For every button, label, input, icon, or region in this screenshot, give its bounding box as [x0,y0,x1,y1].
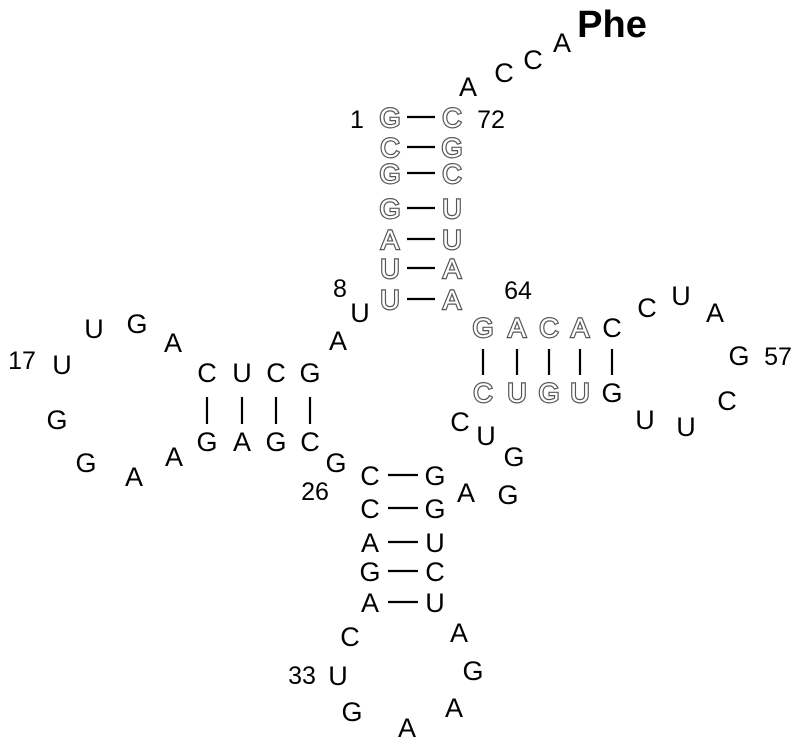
t-loop-nt: C [637,293,657,323]
d-loop-nt: A [164,328,182,358]
d-stem-top-nt: G [299,358,320,388]
anticodon-stem-right-nt: U [425,528,445,558]
d-stem-top-nt: C [266,358,286,388]
t-stem-bottom-nt: G [601,378,622,408]
nucleotide-c74: C [494,58,514,88]
d-stem-top-nt: U [232,358,252,388]
anticodon-loop-nt: G [341,697,362,727]
position-label-1: 1 [350,106,364,134]
t-stem-top-nt: G [472,313,493,343]
anticodon-loop-nt: G [462,656,483,686]
nucleotide-a76: A [553,28,571,58]
anticodon-stem-left-nt: A [361,588,379,618]
anticodon-loop-nt: A [445,693,463,723]
d-loop-nt: A [165,442,183,472]
t-stem-top-nt: C [602,313,622,343]
acceptor-right-nt: A [443,285,461,315]
anticodon-stem-left-nt: C [360,461,380,491]
position-label-57: 57 [764,343,792,371]
anticodon-stem-left-nt: G [359,557,380,587]
position-label-17: 17 [8,347,36,375]
anticodon-stem-right-nt: G [424,494,445,524]
nucleotide-a73: A [459,72,477,102]
acceptor-right-nt: G [441,133,462,163]
t-stem-bottom-nt: U [570,378,590,408]
d-stem-bottom-nt: C [300,427,320,457]
position-label-33: 33 [288,662,316,690]
d-stem-bottom-nt: A [233,427,251,457]
t-loop-nt: G [728,341,749,371]
t-loop-nt: U [676,412,696,442]
nucleotide-g26: G [325,448,346,478]
anticodon-stem-right-nt: G [424,461,445,491]
t-stem-top-nt: A [571,313,589,343]
position-label-26: 26 [301,478,329,506]
t-loop-nt: U [635,405,655,435]
d-loop-nt: G [126,309,147,339]
anticodon-stem-left-nt: C [360,494,380,524]
nucleotide-c75: C [523,45,543,75]
d-loop-nt: A [125,462,143,492]
t-stem-bottom-nt: C [473,378,493,408]
acceptor-left-nt: A [381,225,399,255]
acceptor-right-nt: C [442,103,462,133]
d-loop-nt: G [75,448,96,478]
t-stem-bottom-nt: G [538,378,559,408]
acceptor-left-nt: G [379,194,400,224]
acceptor-left-nt: C [380,133,400,163]
variable-loop-nt: C [450,407,470,437]
anticodon-loop-nt: C [340,622,360,652]
acceptor-left-nt: U [380,285,400,315]
t-stem-top-nt: A [508,313,526,343]
t-loop-nt: A [706,298,724,328]
acceptor-stem: G C G G A U U C G C U U A A [378,102,463,316]
position-label-8: 8 [333,275,347,303]
t-arm: G A C A C C U G U G C U A G C U U [471,281,749,442]
d-stem-bottom-nt: G [196,427,217,457]
t-stem-top-nt: C [539,313,559,343]
anticodon-loop-nt: U [328,661,348,691]
nucleotide-u8: U [350,298,370,328]
position-label-64: 64 [504,277,532,305]
position-label-72: 72 [477,106,505,134]
acceptor-right-nt: A [443,254,461,284]
acceptor-right-nt: U [442,194,462,224]
anticodon-stem-right-nt: U [425,588,445,618]
acceptor-left-nt: U [380,254,400,284]
nucleotide-a9: A [329,326,347,356]
d-loop-nt: G [46,405,67,435]
d-loop-nt: U [84,314,104,344]
anticodon-stem-left-nt: A [361,528,379,558]
anticodon-loop-nt: A [398,713,416,743]
d-arm: G C U C G A G C A G U U G G A A [46,309,320,492]
variable-loop-nt: A [457,478,475,508]
anticodon-arm: G C C A G A G G U C U C U G A A G A G A … [325,407,524,743]
acceptor-right-nt: U [442,225,462,255]
acceptor-left-nt: G [379,159,400,189]
variable-loop-nt: U [476,421,496,451]
d-stem-top-nt: C [197,358,217,388]
t-loop-nt: U [671,281,691,311]
anticodon-loop-nt: A [450,618,468,648]
variable-loop-nt: G [503,442,524,472]
d-stem-bottom-nt: G [265,427,286,457]
amino-acid-label: Phe [577,4,647,46]
t-stem-bottom-nt: U [507,378,527,408]
acceptor-right-nt: C [442,159,462,189]
acceptor-left-nt: G [379,103,400,133]
anticodon-stem-right-nt: C [425,557,445,587]
d-loop-nt: U [52,350,72,380]
t-loop-nt: C [717,386,737,416]
variable-loop-nt: G [497,480,518,510]
